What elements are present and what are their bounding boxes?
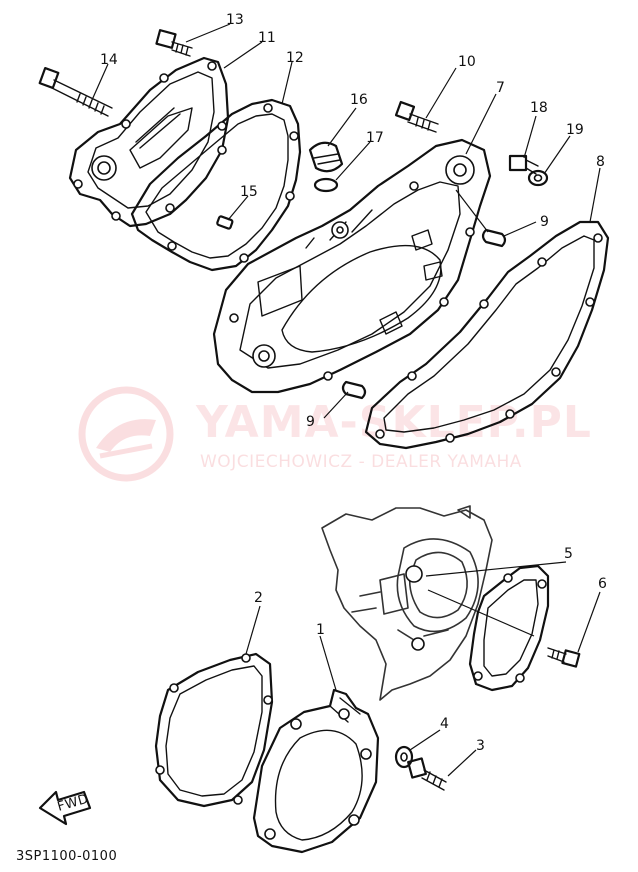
callout-13: 13 <box>226 12 244 28</box>
callout-6: 6 <box>598 576 607 592</box>
callout-5: 5 <box>564 546 573 562</box>
part-7-crankcase-cover <box>212 138 492 394</box>
part-18-bolt <box>508 154 539 175</box>
watermark-logo-icon <box>78 386 174 482</box>
part-12-gasket <box>130 98 302 272</box>
part-2-gasket <box>154 652 274 808</box>
part-16-plug <box>308 141 344 173</box>
callout-15: 15 <box>240 184 258 200</box>
part-4-washer <box>394 745 414 769</box>
diagram-code: 3SP1100-0100 <box>16 849 117 864</box>
callout-2: 2 <box>254 590 263 606</box>
callout-8: 8 <box>596 154 605 170</box>
fwd-arrow-icon: FWD <box>38 790 92 826</box>
part-17-o-ring <box>313 177 339 193</box>
part-8-gasket <box>364 220 610 450</box>
watermark-brand: YAMA-SKLEP.PL <box>195 397 592 448</box>
part-19-washer <box>527 169 549 187</box>
callout-14: 14 <box>100 52 118 68</box>
part-13-bolt <box>155 29 193 57</box>
callout-9-upper: 9 <box>540 214 549 230</box>
callout-1: 1 <box>316 622 325 638</box>
callout-10: 10 <box>458 54 476 70</box>
callout-labels: 13 14 11 12 16 17 10 7 18 19 8 9 9 15 5 … <box>100 12 607 754</box>
part-9-dowel-pin-upper <box>481 228 507 248</box>
part-11-clutch-cover <box>68 56 230 228</box>
callout-7: 7 <box>496 80 505 96</box>
part-1-magneto-cover <box>252 688 380 854</box>
callout-4: 4 <box>440 716 449 732</box>
watermark: YAMA-SKLEP.PL WOJCIECHOWICZ - DEALER YAM… <box>78 386 592 482</box>
callout-16: 16 <box>350 92 368 108</box>
part-15-dowel-pin <box>216 215 234 230</box>
callout-17: 17 <box>366 130 384 146</box>
part-3-bolt <box>407 757 447 791</box>
part-9-dowel-pin-lower <box>341 380 367 400</box>
callout-9-lower: 9 <box>306 414 315 430</box>
callout-11: 11 <box>258 30 276 46</box>
callout-12: 12 <box>286 50 304 66</box>
part-5-cover-plate <box>468 564 550 692</box>
part-14-long-bolt <box>38 66 113 117</box>
part-6-bolt <box>547 647 581 668</box>
leader-lines <box>91 23 601 777</box>
fwd-label: FWD <box>56 792 91 815</box>
callout-19: 19 <box>566 122 584 138</box>
callout-18: 18 <box>530 100 548 116</box>
callout-3: 3 <box>476 738 485 754</box>
watermark-subtitle: WOJCIECHOWICZ - DEALER YAMAHA <box>200 452 522 472</box>
part-10-bolt <box>394 100 439 133</box>
engine-case-outline <box>321 505 493 701</box>
